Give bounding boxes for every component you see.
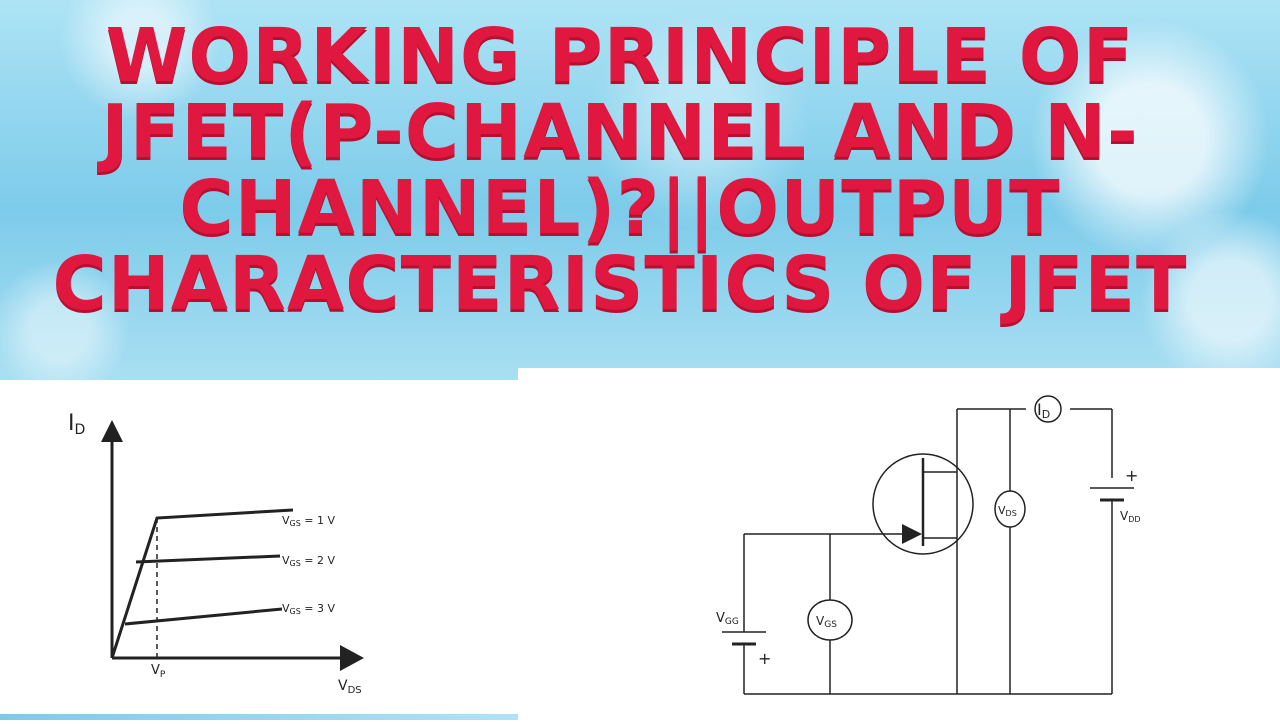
jfet-circle <box>872 453 974 555</box>
jfet-circuit-diagram: ID VDS VGS VGG + + VDD <box>716 395 1141 695</box>
vgs-meter <box>807 599 853 641</box>
curve-vgs-3 <box>124 607 283 626</box>
title-banner <box>0 0 1280 380</box>
pinch-off-label: VP <box>151 663 166 680</box>
output-characteristics-panel: ID VDS VP VGS = 1 V VGS = 2 V VGS = 3 V <box>0 380 518 716</box>
vds-meter <box>994 490 1026 528</box>
curve-vgs-2 <box>135 554 281 564</box>
y-axis-label: ID <box>68 411 85 438</box>
curve-label-vgs-2: VGS = 2 V <box>282 554 336 568</box>
bottom-strip <box>0 714 518 720</box>
vds-meter-label: VDS <box>998 504 1017 518</box>
vdd-plus: + <box>1125 466 1138 485</box>
curve-vgs-1 <box>110 508 294 659</box>
jfet-circuit-panel: ID VDS VGS VGG + + VDD <box>518 368 1280 720</box>
vdd-label: VDD <box>1120 509 1141 524</box>
vgs-meter-label: VGS <box>816 614 837 630</box>
output-characteristics-graph: ID VDS VP VGS = 1 V VGS = 2 V VGS = 3 V <box>68 411 364 696</box>
id-meter-label: ID <box>1037 400 1050 421</box>
vgg-label: VGG <box>716 611 739 627</box>
x-axis-label: VDS <box>338 678 362 696</box>
jfet-gate-arrow <box>902 524 922 544</box>
id-meter <box>1034 395 1062 423</box>
vgg-plus: + <box>758 649 771 668</box>
y-axis-arrow <box>101 420 123 442</box>
x-axis-arrow <box>340 645 364 671</box>
page-title: WORKING PRINCIPLE OF JFET(P-CHANNEL AND … <box>52 13 1188 327</box>
curve-label-vgs-3: VGS = 3 V <box>282 602 336 616</box>
curve-label-vgs-1: VGS = 1 V <box>282 514 336 528</box>
